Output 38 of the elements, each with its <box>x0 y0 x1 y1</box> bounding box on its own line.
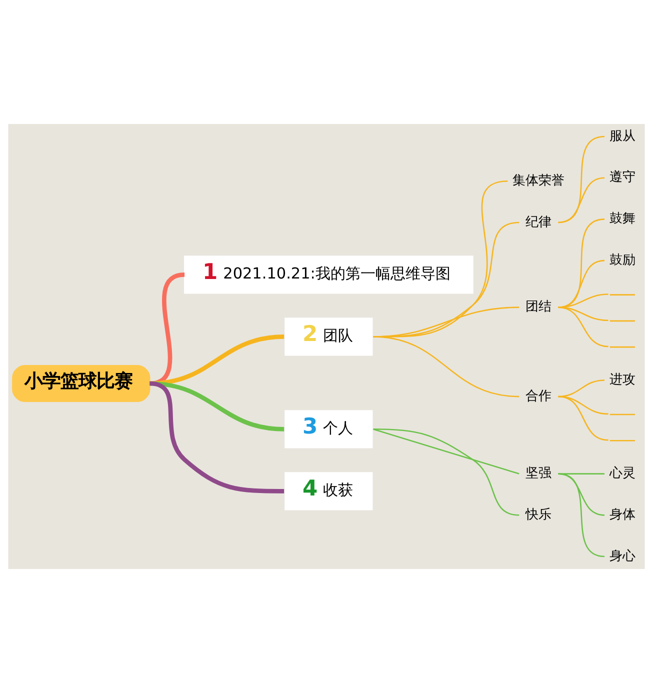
node-text: 身体 <box>609 507 636 522</box>
connector <box>373 428 520 474</box>
node-line <box>610 320 635 322</box>
connector <box>558 472 604 474</box>
node-text: 坚强 <box>526 466 552 481</box>
node-box: 4 收获 <box>284 472 373 510</box>
node-box: 3 个人 <box>284 410 373 448</box>
node-box: 2 团队 <box>284 317 373 356</box>
node-line <box>610 294 635 295</box>
node-box: 1 2021.10.21:我的第一幅思维导图 <box>184 255 474 294</box>
node-text: 心灵 <box>609 466 636 481</box>
connector <box>373 428 520 516</box>
connector <box>558 395 608 440</box>
node-box: 小学篮球比赛 <box>12 364 150 402</box>
node-text: 鼓舞 <box>609 211 636 226</box>
node-text: 纪律 <box>526 214 552 230</box>
node-text: 集体荣誉 <box>512 172 565 188</box>
connector <box>558 306 608 347</box>
connector <box>558 306 608 321</box>
node-text: 身心 <box>609 548 636 564</box>
node-text: 合作 <box>526 388 552 404</box>
node-text: 服从 <box>609 128 636 144</box>
node-text: 遵守 <box>609 170 636 185</box>
connector <box>558 135 605 223</box>
connector <box>150 334 284 386</box>
node-text: 鼓励 <box>609 252 636 268</box>
connector <box>558 176 605 223</box>
node-line <box>610 413 635 415</box>
connector <box>558 472 605 516</box>
connector <box>558 472 605 557</box>
node-text: 进攻 <box>609 372 636 388</box>
node-text: 快乐 <box>526 507 552 522</box>
node-line <box>610 439 635 441</box>
connector <box>558 293 608 308</box>
connector <box>149 380 284 493</box>
node-line <box>610 346 635 348</box>
node-text: 团结 <box>526 299 552 314</box>
connector <box>373 336 520 397</box>
